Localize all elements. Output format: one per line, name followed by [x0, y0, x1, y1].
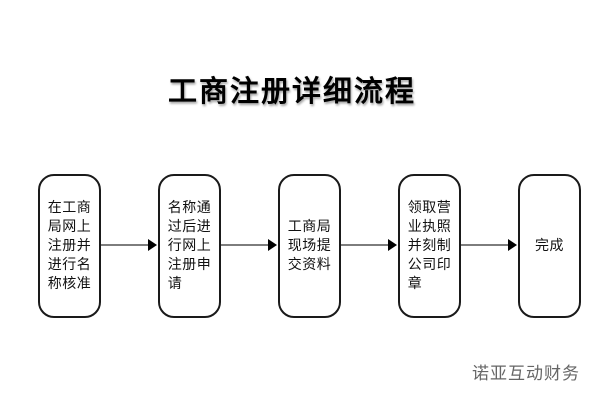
flow-arrow-3 [341, 239, 397, 251]
flow-step-4-label: 领取营 业执照 并刻制 公司印 章 [407, 199, 452, 292]
flow-arrow-1 [101, 239, 157, 251]
flow-step-1: 在工商 局网上 注册并 进行名 称核准 [38, 174, 101, 318]
arrow-line [101, 244, 148, 246]
arrow-line [341, 244, 388, 246]
brand-watermark: 诺亚互动财务 [472, 364, 580, 384]
flow-step-3: 工商局 现场提 交资料 [278, 174, 341, 318]
flow-arrow-4 [461, 239, 517, 251]
flow-step-2-label: 名称通 过后进 行网上 注册申 请 [167, 199, 212, 292]
arrow-right-icon [268, 239, 277, 251]
arrow-right-icon [508, 239, 517, 251]
arrow-right-icon [148, 239, 157, 251]
arrow-line [461, 244, 508, 246]
arrow-line [221, 244, 268, 246]
flow-step-4: 领取营 业执照 并刻制 公司印 章 [398, 174, 461, 318]
flow-step-3-label: 工商局 现场提 交资料 [287, 218, 332, 273]
flow-step-2: 名称通 过后进 行网上 注册申 请 [158, 174, 221, 318]
flow-arrow-2 [221, 239, 277, 251]
flow-step-5-label: 完成 [535, 237, 564, 254]
flow-step-1-label: 在工商 局网上 注册并 进行名 称核准 [47, 199, 92, 292]
flow-step-5: 完成 [518, 174, 581, 318]
page-title: 工商注册详细流程 [167, 74, 416, 108]
arrow-right-icon [388, 239, 397, 251]
